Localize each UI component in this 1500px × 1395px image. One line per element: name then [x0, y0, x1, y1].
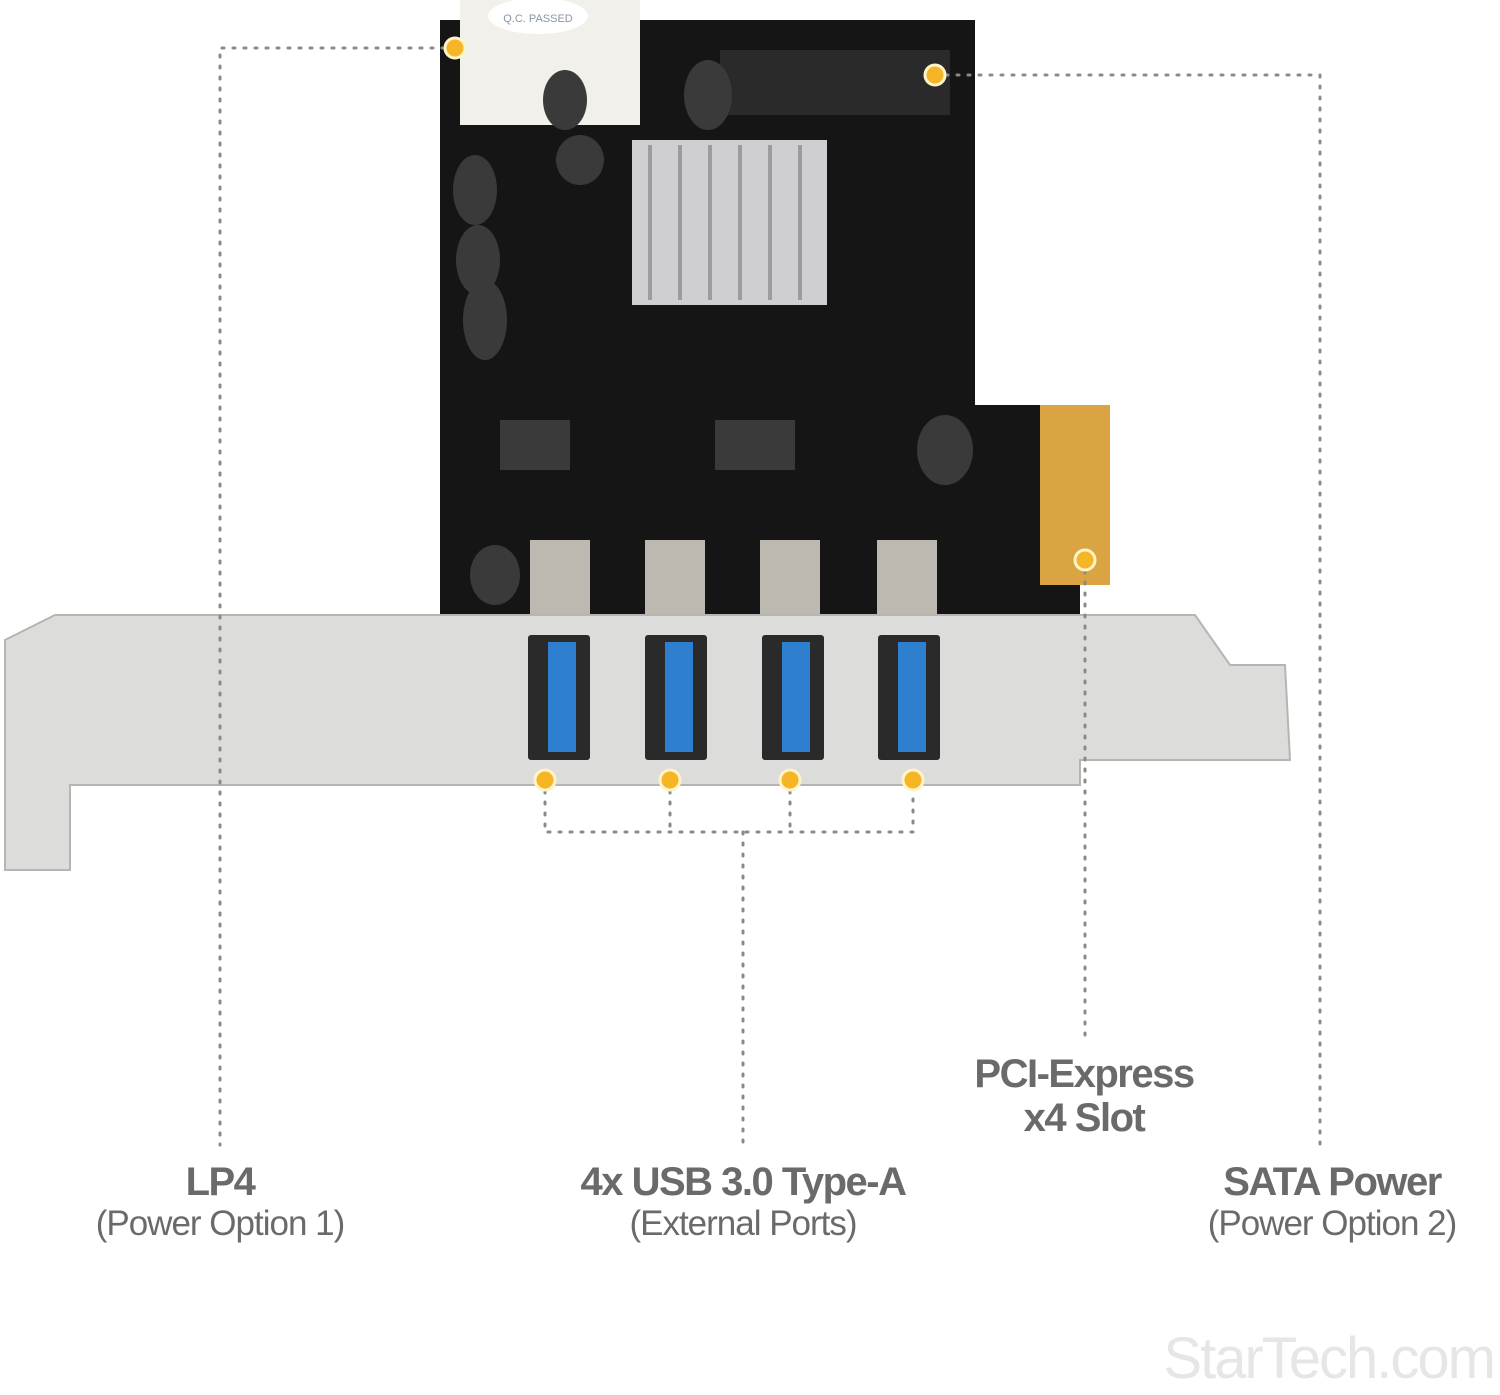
callout-title: PCI-Express [974, 1052, 1195, 1096]
usb-ports [528, 635, 940, 760]
callout-subtitle: (Power Option 2) [1207, 1204, 1458, 1243]
callout-subtitle: (External Ports) [629, 1204, 857, 1243]
heatsink [632, 140, 827, 305]
callout-subtitle: (Power Option 1) [95, 1204, 346, 1243]
callout-pcie: PCI-Express x4 Slot [974, 1052, 1195, 1140]
pcb-board: Q.C. PASSED [440, 0, 1110, 620]
usb-dot [658, 768, 682, 792]
lp4-dot [443, 36, 467, 60]
callout-title: 4x USB 3.0 Type-A [580, 1160, 908, 1204]
usb-dot [778, 768, 802, 792]
startech-logo: StarTech.com [1163, 1326, 1496, 1391]
callout-title-line2: x4 Slot [1023, 1096, 1146, 1140]
callout-lp4: LP4 (Power Option 1) [95, 1160, 346, 1244]
pcie-dot [1073, 548, 1097, 572]
sata-connector [720, 50, 950, 115]
usb-dot [533, 768, 557, 792]
callout-title: SATA Power [1223, 1160, 1442, 1204]
callout-sata: SATA Power (Power Option 2) [1207, 1160, 1458, 1244]
callout-title: LP4 [185, 1160, 256, 1204]
callout-dots [443, 36, 1097, 792]
sata-dot [923, 63, 947, 87]
callout-lines [218, 46, 1322, 1152]
callout-usb: 4x USB 3.0 Type-A (External Ports) [580, 1160, 908, 1244]
usb-dot [901, 768, 925, 792]
qc-sticker: Q.C. PASSED [503, 13, 573, 25]
